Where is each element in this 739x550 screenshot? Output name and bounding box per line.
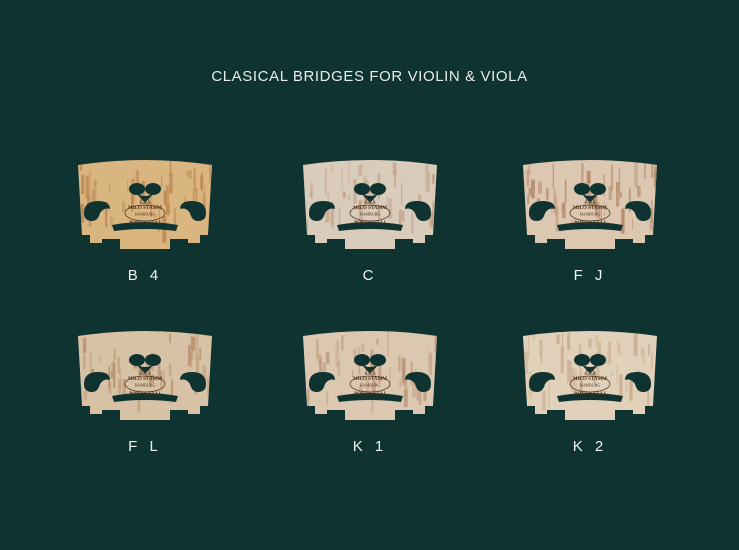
stamp-city-text: HAMBURG — [580, 383, 601, 388]
stamp-line-text: PONTICELLI — [354, 392, 385, 397]
bridge-label-k1: K 1 — [352, 438, 388, 455]
stamp-line-text: PONTICELLI — [129, 221, 160, 226]
stamp-line-text: PONTICELLI — [574, 221, 605, 226]
stamp-city-text: HAMBURG — [360, 383, 381, 388]
stamp-maker-text: MILO STAMM — [573, 377, 607, 382]
stamp-maker-text: MILO STAMM — [353, 377, 387, 382]
page-title: CLASICAL BRIDGES FOR VIOLIN & VIOLA — [211, 68, 528, 85]
stamp-city-text: HAMBURG — [580, 212, 601, 217]
bridge-label-b4: B 4 — [127, 267, 163, 284]
stamp-maker-text: MILO STAMM — [573, 206, 607, 211]
bridge-label-k2: K 2 — [572, 438, 608, 455]
bridge-label-c: C — [362, 267, 378, 284]
stamp-city-text: HAMBURG — [360, 212, 381, 217]
bridge-label-fl: F L — [128, 438, 162, 455]
bridge-label-fj: F J — [573, 267, 607, 284]
stamp-maker-text: MILO STAMM — [128, 206, 162, 211]
stamp-line-text: PONTICELLI — [354, 221, 385, 226]
stamp-city-text: HAMBURG — [135, 383, 156, 388]
stamp-maker-text: MILO STAMM — [128, 377, 162, 382]
stamp-line-text: PONTICELLI — [129, 392, 160, 397]
stamp-city-text: HAMBURG — [135, 212, 156, 217]
stamp-line-text: PONTICELLI — [574, 392, 605, 397]
stamp-maker-text: MILO STAMM — [353, 206, 387, 211]
